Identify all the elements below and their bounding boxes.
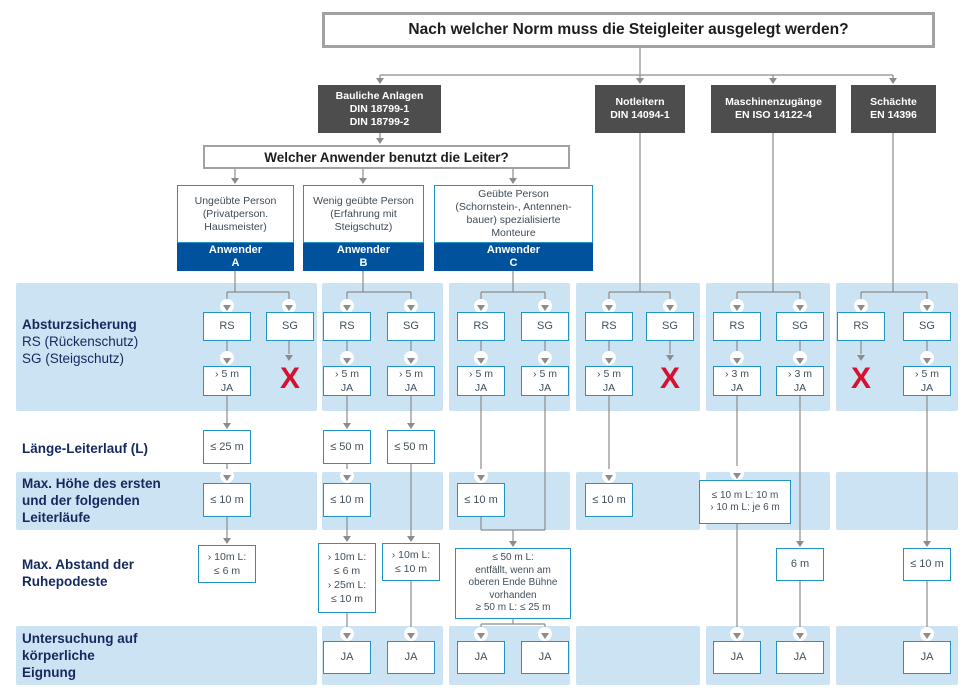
page-title-text: Nach welcher Norm muss die Steigleiter a… xyxy=(408,21,849,38)
page-title: Nach welcher Norm muss die Steigleiter a… xyxy=(322,12,935,48)
anwender-b-description: Wenig geübte Person (Erfahrung mit Steig… xyxy=(303,185,424,243)
node-sch-sg-ja: JA xyxy=(903,641,951,674)
node-b-sg-abstand: › 10m L:≤ 10 m xyxy=(382,543,440,581)
node-mas-sg-abstand: 6 m xyxy=(776,548,824,581)
row-label-untersuchung: Untersuchung auf körperliche Eignung xyxy=(22,631,138,680)
node-mas-sg: SG xyxy=(776,312,824,341)
node-c-sg: SG xyxy=(521,312,569,341)
node-a-rs: RS xyxy=(203,312,251,341)
anwender-c-description: Geübte Person (Schornstein-, Antennen- b… xyxy=(434,185,593,243)
node-sch-abstand: ≤ 10 m xyxy=(903,548,951,581)
node-sch-rs: RS xyxy=(837,312,885,341)
norm-schaechte: Schächte EN 14396 xyxy=(851,85,936,133)
node-mas-hoehe: ≤ 10 m L: 10 m› 10 m L: je 6 m xyxy=(699,480,791,524)
node-b-rs-hoehe: ≤ 10 m xyxy=(323,483,371,517)
node-c-sg-ja: JA xyxy=(521,641,569,674)
anwender-a-description: Ungeübte Person (Privatperson. Hausmeist… xyxy=(177,185,294,243)
node-mas-sg-ja: JA xyxy=(776,641,824,674)
anwender-c-header: Anwender C xyxy=(434,243,593,271)
node-mas-rs: RS xyxy=(713,312,761,341)
node-not-sg-x: X xyxy=(659,362,680,395)
node-not-rs: RS xyxy=(585,312,633,341)
node-b-sg-laenge: ≤ 50 m xyxy=(387,430,435,464)
node-b-rs-laenge: ≤ 50 m xyxy=(323,430,371,464)
node-b-rs-ja: JA xyxy=(323,641,371,674)
question-anwender: Welcher Anwender benutzt die Leiter? xyxy=(203,145,570,169)
node-b-rs-abstand: › 10m L:≤ 6 m › 25m L:≤ 10 m xyxy=(318,543,376,613)
node-a-hoehe: ≤ 10 m xyxy=(203,483,251,517)
band-hoehe-panel-label-a xyxy=(16,472,317,530)
band-absturz-panel-label-a xyxy=(16,283,317,411)
node-mas-rs-ja: JA xyxy=(713,641,761,674)
anwender-b-header: Anwender B xyxy=(303,243,424,271)
node-a-abstand: › 10m L:≤ 6 m xyxy=(198,545,256,583)
node-b-rs: RS xyxy=(323,312,371,341)
norm-bauliche-anlagen: Bauliche Anlagen DIN 18799-1 DIN 18799-2 xyxy=(318,85,441,133)
node-sch-sg: SG xyxy=(903,312,951,341)
row-label-abstand: Max. Abstand der Ruhepodeste xyxy=(22,557,135,589)
node-not-sg: SG xyxy=(646,312,694,341)
node-c-rs-hoehe: ≤ 10 m xyxy=(457,483,505,517)
norm-maschinenzugaenge: Maschinenzugänge EN ISO 14122-4 xyxy=(711,85,836,133)
row-label-absturzsicherung: Absturzsicherung RS (Rückenschutz) SG (S… xyxy=(22,317,139,366)
node-a-sg-x: X xyxy=(279,362,300,395)
node-a-sg: SG xyxy=(266,312,314,341)
node-b-sg-ja: JA xyxy=(387,641,435,674)
anwender-a-header: Anwender A xyxy=(177,243,294,271)
norm-notleitern: Notleitern DIN 14094-1 xyxy=(595,85,685,133)
row-label-hoehe: Max. Höhe des ersten und der folgenden L… xyxy=(22,476,161,525)
band-untersuchung-panel-notleitern xyxy=(576,626,700,685)
node-c-rs: RS xyxy=(457,312,505,341)
row-label-laenge: Länge-Leiterlauf (L) xyxy=(22,441,149,456)
node-c-abstand: ≤ 50 m L:entfällt, wenn am oberen Ende B… xyxy=(455,548,571,619)
node-c-rs-ja: JA xyxy=(457,641,505,674)
node-sch-rs-x: X xyxy=(850,362,871,395)
node-a-laenge: ≤ 25 m xyxy=(203,430,251,464)
node-b-sg: SG xyxy=(387,312,435,341)
band-untersuchung-panel-label-a xyxy=(16,626,317,685)
node-not-hoehe: ≤ 10 m xyxy=(585,483,633,517)
band-hoehe-panel-schaechte xyxy=(836,472,958,530)
